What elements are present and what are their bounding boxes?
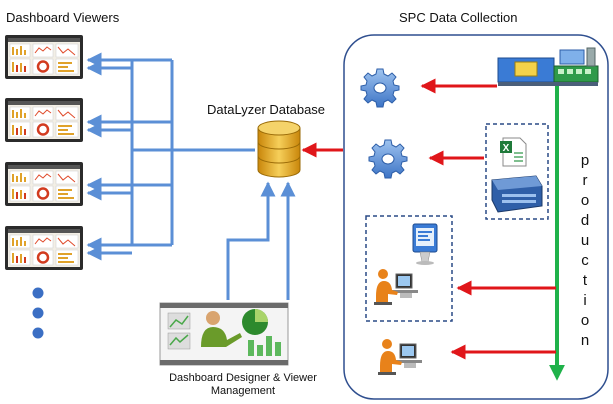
production-letter: u	[581, 232, 589, 249]
distribution-lines	[86, 52, 296, 300]
production-letter: d	[581, 212, 589, 229]
production-letter: i	[583, 292, 586, 309]
ellipsis-dot	[32, 307, 44, 319]
more-viewers-dots	[32, 287, 44, 339]
dashboard-viewer-screen	[3, 96, 85, 144]
production-letter: c	[581, 252, 589, 269]
svg-text:X: X	[503, 143, 510, 154]
production-letter: o	[581, 192, 589, 209]
production-letter: o	[581, 312, 589, 329]
operator-terminal-group	[365, 215, 453, 322]
spc-data-collection-title: SPC Data Collection	[399, 10, 518, 25]
production-letter: t	[583, 272, 588, 289]
production-letter: n	[581, 332, 589, 349]
file-device-group	[485, 123, 549, 220]
designer-to-db-arrow	[226, 181, 276, 300]
dashboard-viewer-screen	[3, 160, 85, 208]
dashboard-designer-image	[159, 302, 289, 366]
excel-file-icon: X	[500, 137, 527, 167]
dashboard-viewers-title: Dashboard Viewers	[6, 10, 120, 25]
production-letter: p	[581, 152, 589, 169]
dashboard-viewers	[3, 33, 85, 272]
ellipsis-dot	[32, 287, 44, 299]
operator-at-computer-icon	[377, 338, 423, 376]
spc-collection-panel	[343, 34, 609, 400]
database-label: DataLyzer Database	[207, 102, 325, 117]
gear-icon	[368, 139, 408, 179]
designer-label-line2: Management	[211, 385, 275, 397]
gear-icon	[360, 68, 400, 108]
production-letter: r	[583, 172, 588, 189]
data-acquisition-device-icon	[491, 175, 543, 213]
connector-line	[130, 60, 172, 152]
operator-at-computer-icon	[373, 268, 419, 306]
shopfloor-terminal-icon	[412, 223, 438, 265]
ellipsis-dot	[32, 327, 44, 339]
production-machine-icon	[497, 47, 599, 86]
designer-label-line1: Dashboard Designer & Viewer	[169, 372, 317, 384]
dashboard-viewer-screen	[3, 33, 85, 81]
dashboard-viewer-screen	[3, 224, 85, 272]
database-icon	[257, 120, 301, 178]
